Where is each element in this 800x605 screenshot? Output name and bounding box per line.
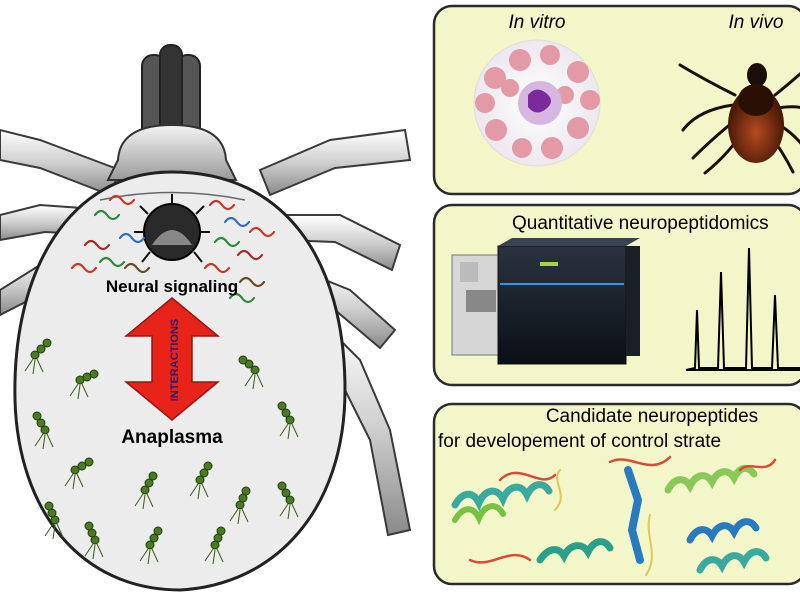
tick-head (106, 123, 238, 181)
candidate-title-line2: for developement of control strate (438, 431, 721, 452)
neuropeptidomics-title: Quantitative neuropeptidomics (512, 213, 769, 234)
panel-neuropeptidomics: Quantitative neuropeptidomics (432, 203, 800, 387)
candidate-title-line1: Candidate neuropeptides (546, 406, 758, 427)
blood-smear-image (473, 39, 601, 167)
neural-signaling-label: Neural signaling (106, 277, 238, 296)
panel-in-vitro-in-vivo: In vitro In vivo (432, 4, 800, 196)
tick-illustration: Neural signaling INTERACTIONS Anaplasma (0, 44, 412, 592)
mass-spectrometer-image (451, 238, 640, 365)
neuron-cluster (134, 194, 210, 263)
in-vivo-label: In vivo (729, 12, 784, 33)
interactions-arrow (123, 297, 221, 421)
tick-photo (678, 63, 800, 175)
mass-spectrum-plot (685, 247, 800, 371)
peptide-squiggles (70, 194, 276, 304)
panel-candidate-neuropeptides: Candidate neuropeptides for developement… (432, 402, 800, 586)
peptide-helix-structures (451, 455, 777, 576)
anaplasma-label: Anaplasma (121, 427, 223, 448)
anaplasma-bacteria (24, 338, 299, 565)
in-vitro-label: In vitro (508, 12, 565, 33)
interactions-label: INTERACTIONS (169, 319, 181, 402)
